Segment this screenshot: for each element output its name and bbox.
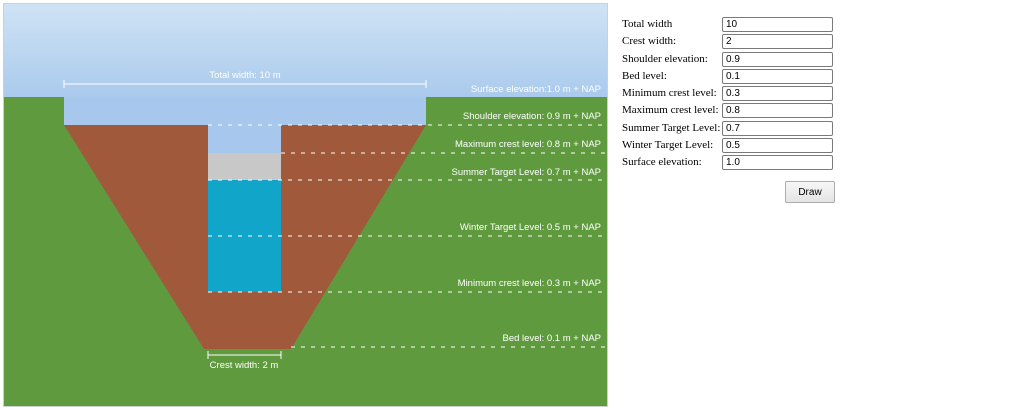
level-lines (208, 124, 607, 348)
min-crest-level-input[interactable] (722, 86, 833, 102)
min-crest-label: Minimum crest level: 0.3 m + NAP (458, 278, 601, 289)
crest-width-dimension (207, 351, 282, 359)
surface-elevation-field-label: Surface elevation: (622, 156, 702, 169)
summer-target-label: Summer Target Level: 0.7 m + NAP (451, 167, 601, 178)
bed-level-field-label: Bed level: (622, 69, 667, 82)
max-crest-label: Maximum crest level: 0.8 m + NAP (455, 139, 601, 150)
bed-level-input[interactable] (722, 68, 833, 84)
crest-width-label: Crest width: 2 m (210, 360, 279, 371)
summer-target-level-input[interactable] (722, 120, 833, 136)
shoulder-elevation-label: Shoulder elevation: 0.9 m + NAP (463, 111, 601, 122)
crest-range-band (208, 153, 281, 180)
weir-diagram: Total width: 10 m Crest width: 2 m Surfa… (3, 3, 608, 407)
total-width-label: Total width: 10 m (209, 70, 280, 81)
winter-target-label: Winter Target Level: 0.5 m + NAP (460, 222, 601, 233)
max-crest-level-field-label: Maximum crest level: (622, 104, 719, 117)
bed-level-label: Bed level: 0.1 m + NAP (503, 333, 601, 344)
max-crest-level-input[interactable] (722, 103, 833, 119)
diagram-canvas: Total width: 10 m Crest width: 2 m Surfa… (4, 4, 607, 406)
total-width-field-label: Total width (622, 18, 673, 30)
shoulder-elevation-field-label: Shoulder elevation: (622, 52, 708, 65)
min-crest-level-field-label: Minimum crest level: (622, 87, 717, 100)
crest-width-input[interactable] (722, 34, 833, 50)
crest-width-field-label: Crest width: (622, 35, 677, 48)
summer-target-level-field-label: Summer Target Level: (622, 121, 721, 134)
shoulder-elevation-input[interactable] (722, 51, 833, 67)
surface-elevation-input[interactable] (722, 155, 833, 171)
total-width-input[interactable] (722, 17, 833, 32)
weir-upper-water (208, 125, 281, 153)
surface-elevation-label: Surface elevation:1.0 m + NAP (471, 84, 601, 95)
winter-target-level-input[interactable] (722, 138, 833, 154)
total-width-dimension (63, 80, 427, 88)
draw-button[interactable]: Draw (785, 181, 835, 203)
channel-water-surface (64, 97, 426, 125)
winter-target-level-field-label: Winter Target Level: (622, 139, 714, 152)
